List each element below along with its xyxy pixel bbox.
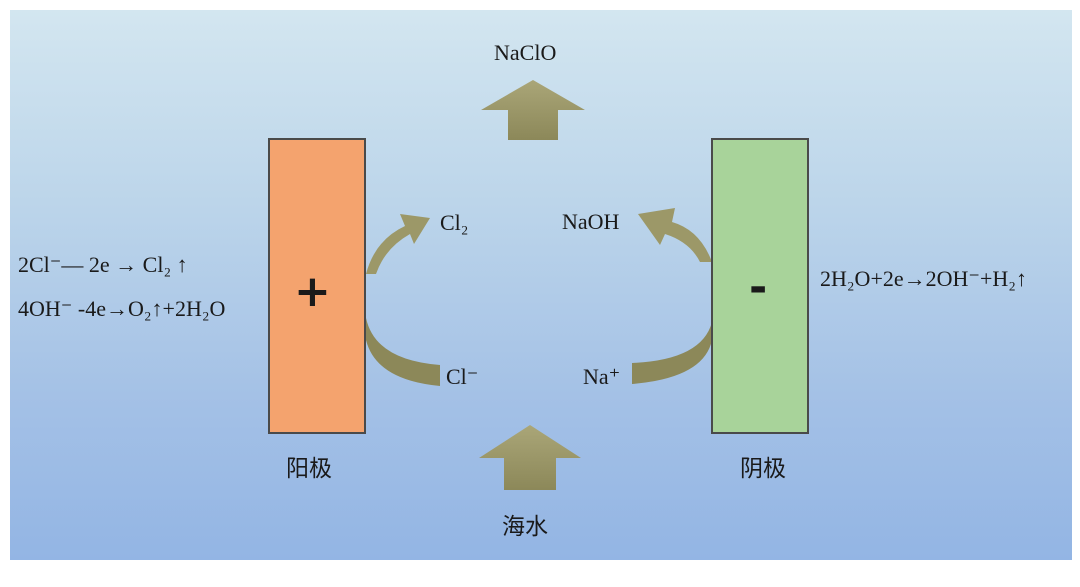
- anode-electrode: [268, 138, 366, 434]
- naclo-output-arrow: [481, 80, 585, 140]
- naclo-label: NaClO: [494, 40, 557, 65]
- anode-reaction-2: 4OH⁻ -4e→O₂↑+2H₂O: [18, 296, 226, 321]
- seawater-input-arrow: [479, 425, 581, 490]
- cathode-reaction-1: 2H₂O+2e→2OH⁻+H₂↑: [820, 266, 1027, 291]
- sodium-in-arrow: [632, 322, 712, 384]
- sodium-ion-label: Na⁺: [583, 364, 621, 389]
- chlorine-gas-label: Cl₂: [440, 210, 469, 235]
- chloride-in-arrow: [366, 318, 440, 386]
- anode-sign: +: [294, 266, 331, 317]
- cathode-electrode: [711, 138, 809, 434]
- cathode-sign: -: [749, 262, 768, 313]
- naoh-out-arrow: [638, 208, 712, 262]
- anode-reaction-1: 2Cl⁻— 2e → Cl₂ ↑: [18, 252, 188, 277]
- anode-label: 阳极: [286, 456, 332, 482]
- seawater-label: 海水: [502, 514, 548, 540]
- naoh-label: NaOH: [562, 209, 620, 234]
- chloride-ion-label: Cl⁻: [446, 364, 479, 389]
- chlorine-out-arrow: [366, 214, 430, 274]
- cathode-label: 阴极: [740, 456, 786, 482]
